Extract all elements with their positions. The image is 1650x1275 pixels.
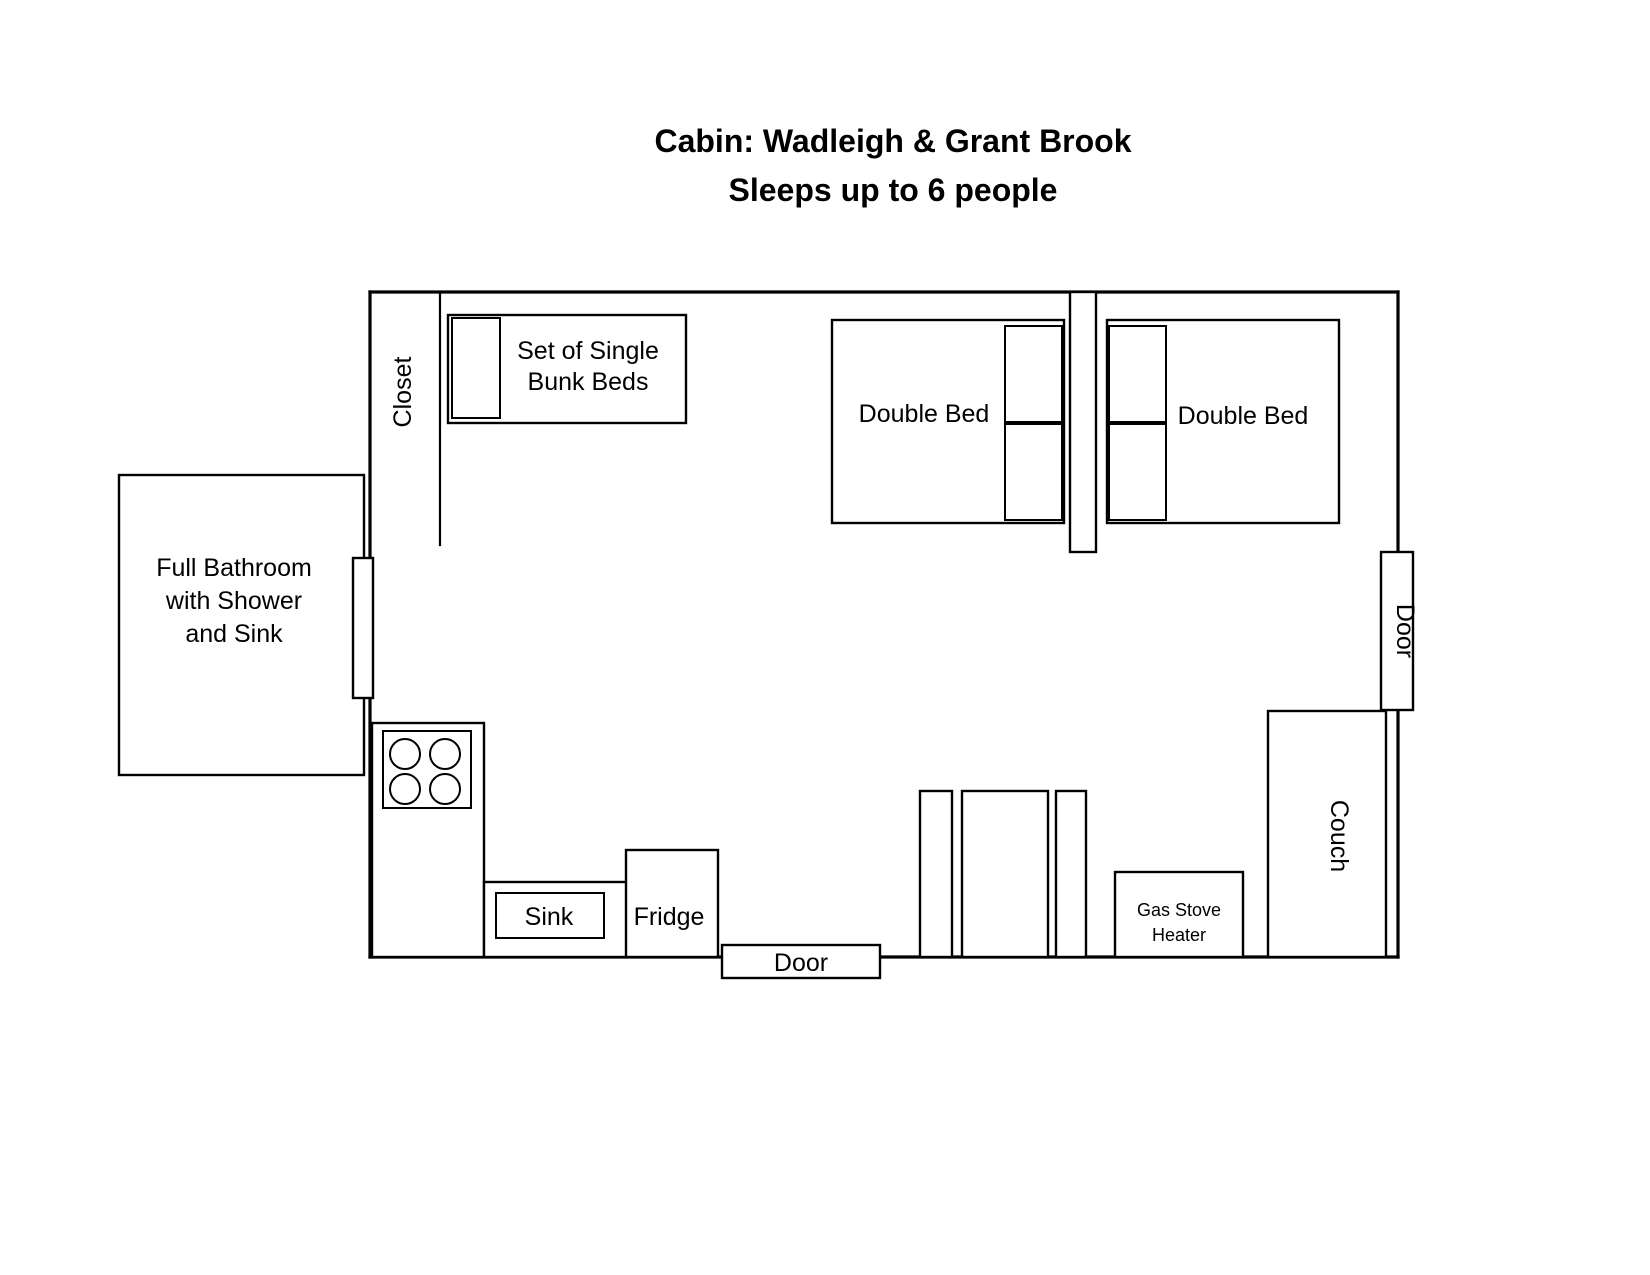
bunk-beds-group: Set of Single Bunk Beds (446, 313, 688, 425)
sink-label: Sink (525, 903, 574, 931)
closet-area: Closet (389, 290, 442, 547)
chair-right-rect (1054, 789, 1088, 959)
bathroom-door-rect[interactable] (351, 556, 375, 700)
burner-top-left-icon (389, 738, 421, 770)
door-right-label: Door (1391, 604, 1419, 658)
bunk-beds-label-line2: Bunk Beds (528, 368, 649, 396)
burner-top-right-icon (429, 738, 461, 770)
sink-rect (495, 892, 605, 939)
double-bed-right-pillow-bottom (1108, 423, 1167, 521)
gas-stove-heater-group: Gas Stove Heater (1113, 870, 1245, 959)
double-bed-left-label: Double Bed (859, 400, 990, 428)
chair-left-rect (918, 789, 954, 959)
door-bottom-rect[interactable] (720, 943, 882, 980)
burner-bottom-right-icon (429, 773, 461, 805)
kitchen-stove-group (370, 721, 486, 959)
burner-bottom-left-icon (389, 773, 421, 805)
door-bottom-label: Door (774, 949, 828, 977)
bathroom-label-line3: and Sink (185, 620, 283, 648)
closet-label: Closet (389, 357, 417, 428)
double-bed-left-group: Double Bed (830, 318, 1066, 525)
title-line-1: Cabin: Wadleigh & Grant Brook (654, 123, 1131, 159)
fridge-group: Fridge (624, 848, 720, 959)
couch-label: Couch (1325, 800, 1353, 872)
gas-stove-heater-rect (1113, 870, 1245, 959)
couch-group: Couch (1266, 709, 1388, 959)
right-door-group[interactable]: Door (1379, 550, 1419, 712)
bathroom-rect (117, 473, 366, 777)
double-bed-left-pillow-bottom (1004, 423, 1063, 521)
bottom-door-group[interactable]: Door (720, 943, 882, 980)
fridge-rect (624, 848, 720, 959)
fridge-label: Fridge (634, 903, 705, 931)
door-right-rect[interactable] (1379, 550, 1415, 712)
bathroom-group: Full Bathroom with Shower and Sink (117, 473, 375, 777)
couch-rect (1266, 709, 1388, 959)
bathroom-label-line1: Full Bathroom (156, 554, 312, 582)
bunk-beds-ladder-rect (451, 317, 501, 419)
kitchen-sink-group: Sink (482, 880, 632, 959)
title-line-2: Sleeps up to 6 people (729, 172, 1058, 208)
double-bed-right-group: Double Bed (1105, 318, 1341, 525)
bedroom-divider-rect (1068, 290, 1098, 554)
table-rect (960, 789, 1050, 959)
table-and-chairs-group (918, 789, 1088, 959)
double-bed-right-label: Double Bed (1178, 402, 1309, 430)
bunk-beds-label-line1: Set of Single (517, 337, 659, 365)
plan-title: Cabin: Wadleigh & Grant Brook Sleeps up … (654, 123, 1131, 208)
double-bed-right-pillow-top (1108, 325, 1167, 423)
bathroom-label-line2: with Shower (165, 587, 302, 615)
bedroom-divider-wall (1068, 290, 1098, 554)
gas-stove-heater-label-line2: Heater (1152, 925, 1206, 945)
double-bed-left-pillow-top (1004, 325, 1063, 423)
gas-stove-heater-label-line1: Gas Stove (1137, 900, 1221, 920)
